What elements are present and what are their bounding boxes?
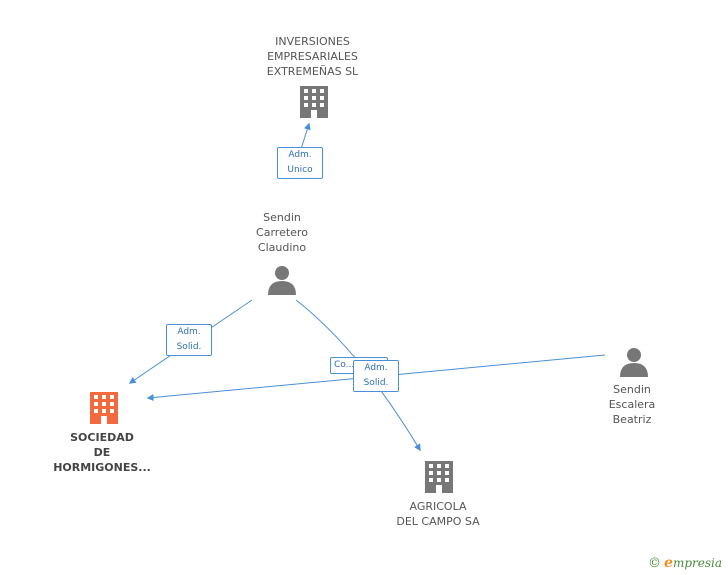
node-label-agricola[interactable]: AGRICOLA DEL CAMPO SA — [396, 500, 480, 528]
node-label-sendin-beatriz[interactable]: Sendin Escalera Beatriz — [608, 383, 656, 426]
edge-label-adm-unico[interactable]: Adm. Unico — [277, 147, 323, 179]
empresia-logo: ©empresia — [648, 555, 722, 571]
node-label-sociedad[interactable]: SOCIEDAD DE HORMIGONES... — [53, 431, 151, 474]
building-icon[interactable] — [425, 461, 453, 493]
building-icon[interactable] — [90, 392, 118, 424]
edge-label-adm-solid-2[interactable]: Adm. Solid. — [353, 360, 399, 392]
edge-label-adm-solid-1[interactable]: Adm. Solid. — [166, 324, 212, 356]
copyright-symbol: © — [648, 556, 662, 571]
person-icon[interactable] — [268, 266, 296, 295]
person-icon[interactable] — [620, 348, 648, 377]
node-label-inversiones[interactable]: INVERSIONES EMPRESARIALES EXTREMEÑAS SL — [266, 35, 359, 78]
node-label-sendin-claudino[interactable]: Sendin Carretero Claudino — [256, 211, 308, 254]
building-icon[interactable] — [300, 86, 328, 118]
